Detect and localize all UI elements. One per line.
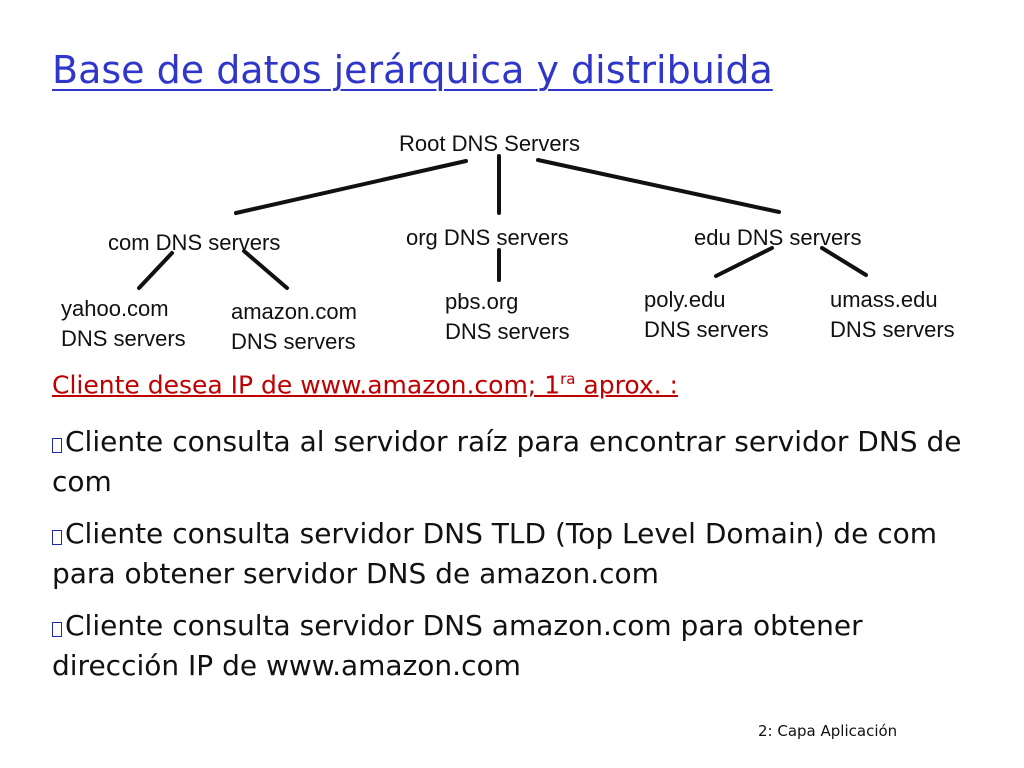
edge-com-amazon: [242, 249, 289, 290]
com-dns-servers-label: com DNS servers: [108, 230, 281, 255]
step-item: Cliente consulta servidor DNS amazon.com…: [52, 609, 863, 682]
slide-footer: 2: Capa Aplicación: [758, 722, 898, 740]
bullet-icon: [52, 438, 62, 453]
edge-root-edu: [536, 158, 781, 214]
bullet-icon: [52, 622, 62, 637]
edge-edu-umass: [820, 246, 868, 277]
steps-list: Cliente consulta al servidor raíz para e…: [52, 422, 982, 698]
edge-root-com: [234, 159, 468, 215]
org-dns-servers-label: org DNS servers: [406, 225, 569, 250]
step-item: Cliente consulta al servidor raíz para e…: [52, 425, 962, 498]
edge-com-yahoo: [137, 251, 174, 290]
bullet-icon: [52, 530, 62, 545]
edu-dns-servers-label: edu DNS servers: [694, 225, 862, 250]
query-scenario-heading: Cliente desea IP de www.amazon.com; 1ra …: [52, 370, 678, 400]
step-item: Cliente consulta servidor DNS TLD (Top L…: [52, 517, 938, 590]
root-dns-servers-label: Root DNS Servers: [399, 131, 580, 156]
slide-title: Base de datos jerárquica y distribuida: [52, 48, 773, 92]
edge-edu-poly: [714, 246, 774, 278]
